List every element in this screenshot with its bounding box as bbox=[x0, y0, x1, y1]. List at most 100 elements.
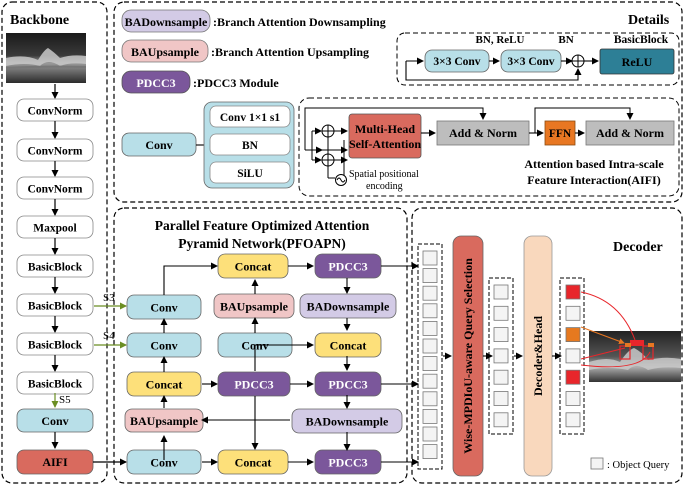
decoder-panel bbox=[411, 207, 683, 484]
backbone-node-1-label: ConvNorm bbox=[28, 105, 83, 117]
backbone-aifi-node: AIFI bbox=[16, 449, 94, 475]
pf-right-badownsample-bottom: BADownsample bbox=[291, 408, 403, 434]
query-selection-label: Wise-MPDIoU-aware Query Selection bbox=[461, 258, 475, 454]
basicblock-frame bbox=[396, 32, 680, 86]
tokens3-token bbox=[565, 305, 581, 321]
pf-right-concat-label: Concat bbox=[330, 338, 367, 352]
object-query-label: : Object Query bbox=[607, 460, 670, 471]
pf-mid-pdcc3: PDCC3 bbox=[217, 371, 291, 397]
bb-relu: ReLU bbox=[599, 48, 675, 75]
bb-label-bn-relu: BN, ReLU bbox=[476, 34, 525, 46]
pf-right-badownsample-bottom-label: BADownsample bbox=[306, 414, 389, 428]
pf-mid-concat-top-label: Concat bbox=[235, 259, 272, 273]
query-selection-block[interactable]: Wise-MPDIoU-aware Query Selection bbox=[452, 235, 484, 477]
detail-conv-label: Conv bbox=[145, 138, 172, 152]
legend-pdcc-chip: PDCC3 bbox=[136, 76, 175, 90]
s4-label: S4 bbox=[103, 330, 115, 342]
query-link-red-3 bbox=[580, 351, 651, 368]
tokens3-token bbox=[565, 327, 581, 343]
conv-module-item-2-label: BN bbox=[242, 140, 259, 152]
legend-baup-chip: BAUpsample bbox=[131, 45, 200, 59]
backbone-panel bbox=[1, 1, 108, 484]
tokens3-token bbox=[565, 369, 581, 385]
pf-mid-concat-bottom-label: Concat bbox=[235, 455, 272, 469]
details-title: Details bbox=[628, 13, 670, 28]
decoder-head-block[interactable]: Decoder&Head bbox=[523, 235, 553, 477]
backbone-node-5-label: BasicBlock bbox=[28, 261, 83, 273]
s5-label: S5 bbox=[59, 394, 71, 406]
tokens3-token bbox=[565, 412, 581, 428]
pf-right-pdcc3-mid: PDCC3 bbox=[314, 371, 382, 397]
conv-module-item-2: BN bbox=[209, 133, 291, 156]
pf-left-conv-top-label: Conv bbox=[150, 300, 177, 314]
pf-left-concat-label: Concat bbox=[146, 377, 183, 391]
backbone-node-2: ConvNorm bbox=[16, 138, 94, 162]
pf-right-pdcc3-bottom: PDCC3 bbox=[314, 449, 382, 475]
backbone-title: Backbone bbox=[10, 13, 69, 28]
tokens2-token bbox=[493, 327, 509, 343]
backbone-aifi-label: AIFI bbox=[42, 455, 68, 469]
pf-right-pdcc3-top-label: PDCC3 bbox=[328, 259, 367, 273]
pf-mid-concat-top: Concat bbox=[217, 253, 289, 279]
backbone-node-7-label: BasicBlock bbox=[28, 339, 83, 351]
pf-mid-baupsample: BAUpsample bbox=[213, 293, 295, 319]
backbone-node-8: BasicBlock bbox=[16, 371, 94, 395]
backbone-node-7: BasicBlock bbox=[16, 332, 94, 356]
pfoapn-panel bbox=[113, 207, 408, 484]
tokens1-token bbox=[422, 391, 438, 407]
pf-left-baupsample-label: BAUpsample bbox=[130, 414, 199, 428]
pf-left-conv-mid-label: Conv bbox=[150, 338, 177, 352]
pfoapn-title-line2: Pyramid Network(PFOAPN) bbox=[178, 236, 346, 251]
backbone-node-4-label: Maxpool bbox=[33, 222, 76, 234]
tokens3-token bbox=[565, 284, 581, 300]
details-panel bbox=[113, 1, 683, 203]
aifi-add-icon-top bbox=[321, 124, 335, 138]
positional-encoding-icon bbox=[335, 174, 347, 186]
tokens3-token bbox=[565, 348, 581, 364]
legend-pdcc3: PDCC3 :PDCC3 Module bbox=[121, 70, 279, 94]
tokens1-token bbox=[422, 444, 438, 460]
pf-left-conv-top: Conv bbox=[126, 294, 202, 320]
pos-encoding-line2: encoding bbox=[366, 181, 403, 192]
addnorm2-label: Add & Norm bbox=[596, 126, 664, 140]
tokens1-token bbox=[422, 356, 438, 372]
pf-left-conv-bottom-label: Conv bbox=[150, 455, 177, 469]
tokens1-token bbox=[422, 408, 438, 424]
tokens1-token bbox=[422, 338, 438, 354]
pf-right-pdcc3-mid-label: PDCC3 bbox=[328, 377, 367, 391]
tokens3-token bbox=[565, 391, 581, 406]
backbone-conv-node: Conv bbox=[16, 408, 94, 433]
query-link-red-2 bbox=[580, 347, 626, 360]
bb-conv2-label: 3×3 Conv bbox=[507, 56, 554, 68]
pf-right-pdcc3-top: PDCC3 bbox=[314, 253, 382, 279]
tokens1-token bbox=[422, 303, 438, 319]
tokens2-token bbox=[493, 305, 509, 321]
input-oct-image bbox=[5, 33, 87, 83]
bb-label-bn: BN bbox=[558, 34, 573, 46]
legend-badown-desc: :Branch Attention Downsampling bbox=[213, 15, 386, 29]
output-queries-frame bbox=[559, 277, 585, 435]
conv-module-item-3-label: SiLU bbox=[237, 168, 263, 180]
object-query-legend: : Object Query bbox=[590, 457, 670, 471]
bb-conv2: 3×3 Conv bbox=[500, 49, 562, 73]
backbone-node-5: BasicBlock bbox=[16, 254, 94, 278]
bb-relu-label: ReLU bbox=[622, 55, 653, 69]
backbone-node-3: ConvNorm bbox=[16, 176, 94, 200]
pf-left-conv-mid: Conv bbox=[126, 332, 202, 358]
pf-left-concat: Concat bbox=[126, 371, 202, 397]
feature-tokens-frame bbox=[417, 243, 443, 470]
tokens2-token bbox=[493, 369, 509, 385]
backbone-node-6: BasicBlock bbox=[16, 293, 94, 317]
s3-label: S3 bbox=[103, 292, 115, 304]
pf-right-badownsample-top: BADownsample bbox=[299, 293, 397, 319]
bb-label-title: BasicBlock bbox=[614, 34, 669, 46]
conv-module-item-1-label: Conv 1×1 s1 bbox=[220, 112, 280, 124]
decoder-title: Decoder bbox=[613, 240, 663, 255]
backbone-node-4: Maxpool bbox=[16, 215, 94, 239]
tokens2-token bbox=[493, 391, 509, 406]
pf-mid-pdcc3-label: PDCC3 bbox=[234, 377, 273, 391]
pf-right-concat: Concat bbox=[314, 332, 382, 358]
mhsa-line1: Multi-Head bbox=[355, 122, 415, 136]
